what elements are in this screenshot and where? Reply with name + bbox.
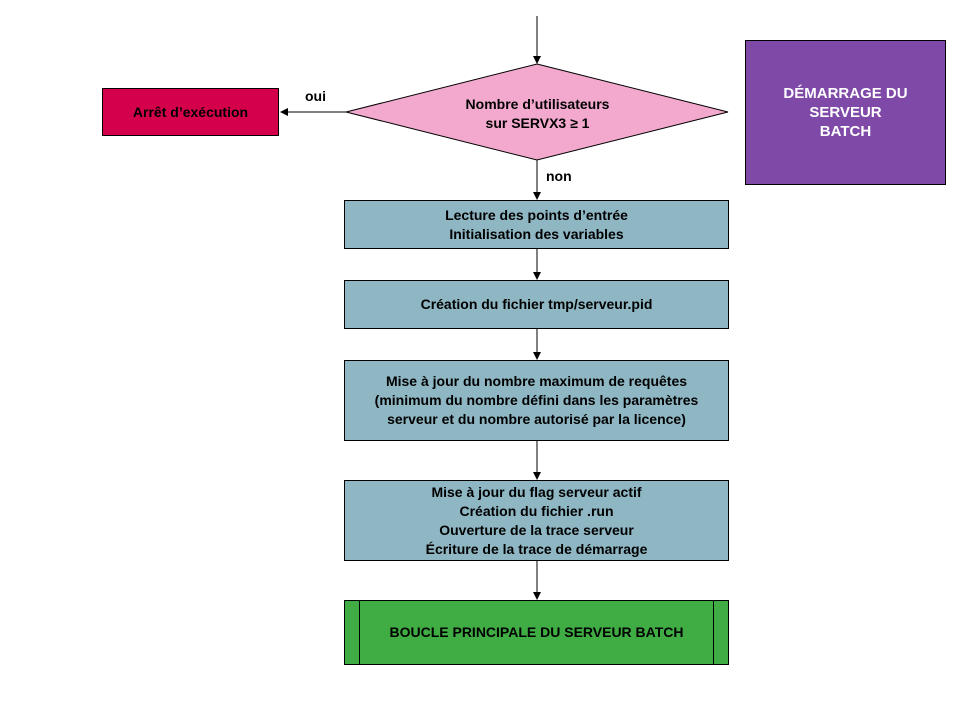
decision-line: Nombre d’utilisateurs bbox=[465, 96, 610, 112]
step-line: Écriture de la trace de démarrage bbox=[425, 540, 648, 557]
step-line: Création du fichier .run bbox=[459, 502, 614, 519]
decision-label: Nombre d’utilisateurs sur SERVX3 ≥ 1 bbox=[420, 92, 655, 136]
main-loop-box: BOUCLE PRINCIPALE DU SERVEUR BATCH bbox=[344, 600, 729, 665]
yes-label: oui bbox=[305, 88, 326, 104]
predefined-process-bar-left bbox=[359, 601, 360, 664]
step-line: Création du fichier tmp/serveur.pid bbox=[420, 296, 653, 312]
step-line: Mise à jour du nombre maximum de requête… bbox=[385, 373, 688, 389]
step-line: Mise à jour du flag serveur actif bbox=[431, 483, 642, 500]
title-line: SERVEUR bbox=[809, 104, 882, 121]
step-create-pid-file: Création du fichier tmp/serveur.pid bbox=[344, 280, 729, 329]
step-line: Ouverture de la trace serveur bbox=[439, 521, 634, 538]
step-line: Lecture des points d’entrée bbox=[445, 206, 628, 223]
step-update-max-requests: Mise à jour du nombre maximum de requête… bbox=[344, 360, 729, 441]
main-loop-label: BOUCLE PRINCIPALE DU SERVEUR BATCH bbox=[389, 624, 684, 640]
title-line: DÉMARRAGE DU bbox=[783, 85, 908, 102]
diagram-title-box: DÉMARRAGE DU SERVEUR BATCH bbox=[745, 40, 946, 185]
stop-label: Arrêt d’exécution bbox=[132, 103, 249, 120]
stop-execution-box: Arrêt d’exécution bbox=[102, 88, 279, 136]
no-label: non bbox=[546, 168, 572, 184]
predefined-process-bar-right bbox=[713, 601, 714, 664]
step-line: serveur et du nombre autorisé par la lic… bbox=[387, 411, 686, 427]
step-line: Initialisation des variables bbox=[449, 225, 624, 242]
step-line: (minimum du nombre défini dans les param… bbox=[374, 392, 699, 408]
step-update-server-flag: Mise à jour du flag serveur actif Créati… bbox=[344, 480, 729, 561]
title-line: BATCH bbox=[819, 123, 872, 140]
decision-line: sur SERVX3 ≥ 1 bbox=[485, 115, 590, 131]
step-read-entry-points: Lecture des points d’entrée Initialisati… bbox=[344, 200, 729, 249]
